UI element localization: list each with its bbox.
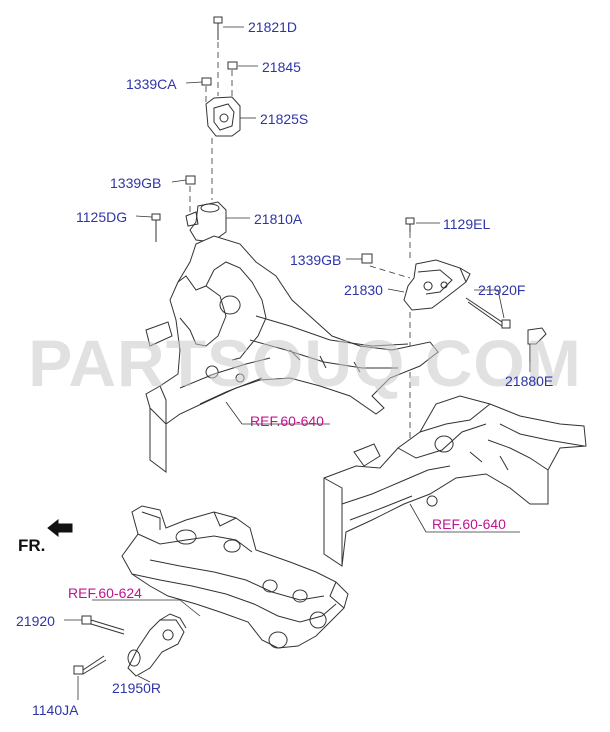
nut-1339gb-mid — [361, 253, 373, 264]
watermark: PARTSOUQ.COM — [28, 326, 582, 400]
mount-bracket-21830 — [403, 259, 471, 311]
bolt-21821d — [213, 16, 223, 40]
label-21821d[interactable]: 21821D — [248, 19, 298, 35]
nut-1339gb-top — [185, 175, 196, 185]
bolt-1129el — [405, 217, 415, 232]
front-subframe — [121, 505, 349, 649]
bolt-1125dg — [151, 213, 161, 242]
right-side-member — [323, 395, 587, 567]
ref-right-frame[interactable]: REF.60-640 — [432, 516, 506, 532]
bolt-1140ja — [73, 655, 107, 675]
label-1129el[interactable]: 1129EL — [443, 216, 491, 232]
label-21950r[interactable]: 21950R — [112, 680, 162, 696]
bracket-21825s — [205, 96, 241, 137]
label-21845[interactable]: 21845 — [262, 59, 301, 75]
front-direction-label: FR. — [18, 536, 46, 555]
label-21920f[interactable]: 21920F — [478, 282, 526, 298]
label-1339gb-top[interactable]: 1339GB — [110, 175, 162, 191]
label-1339gb-mid[interactable]: 1339GB — [290, 252, 342, 268]
bolt-21920f — [465, 297, 511, 329]
label-21880e[interactable]: 21880E — [505, 373, 554, 389]
nut-1339ca — [201, 77, 212, 86]
bracket-21880e — [527, 327, 547, 362]
left-side-member — [145, 235, 439, 473]
label-1125dg[interactable]: 1125DG — [76, 209, 128, 225]
label-21830[interactable]: 21830 — [344, 282, 383, 298]
front-direction-arrow-icon — [47, 518, 73, 538]
label-21810a[interactable]: 21810A — [254, 211, 303, 227]
roll-mount-21950r — [127, 613, 187, 677]
label-1140ja[interactable]: 1140JA — [32, 702, 79, 718]
bolt-21920 — [81, 615, 125, 635]
ref-left-frame[interactable]: REF.60-640 — [250, 413, 324, 429]
label-21825s[interactable]: 21825S — [260, 111, 309, 127]
ref-subframe[interactable]: REF.60-624 — [68, 585, 142, 601]
nut-21845 — [227, 61, 238, 70]
label-21920[interactable]: 21920 — [16, 613, 55, 629]
label-1339ca[interactable]: 1339CA — [126, 76, 177, 92]
mount-21810a — [185, 201, 227, 243]
